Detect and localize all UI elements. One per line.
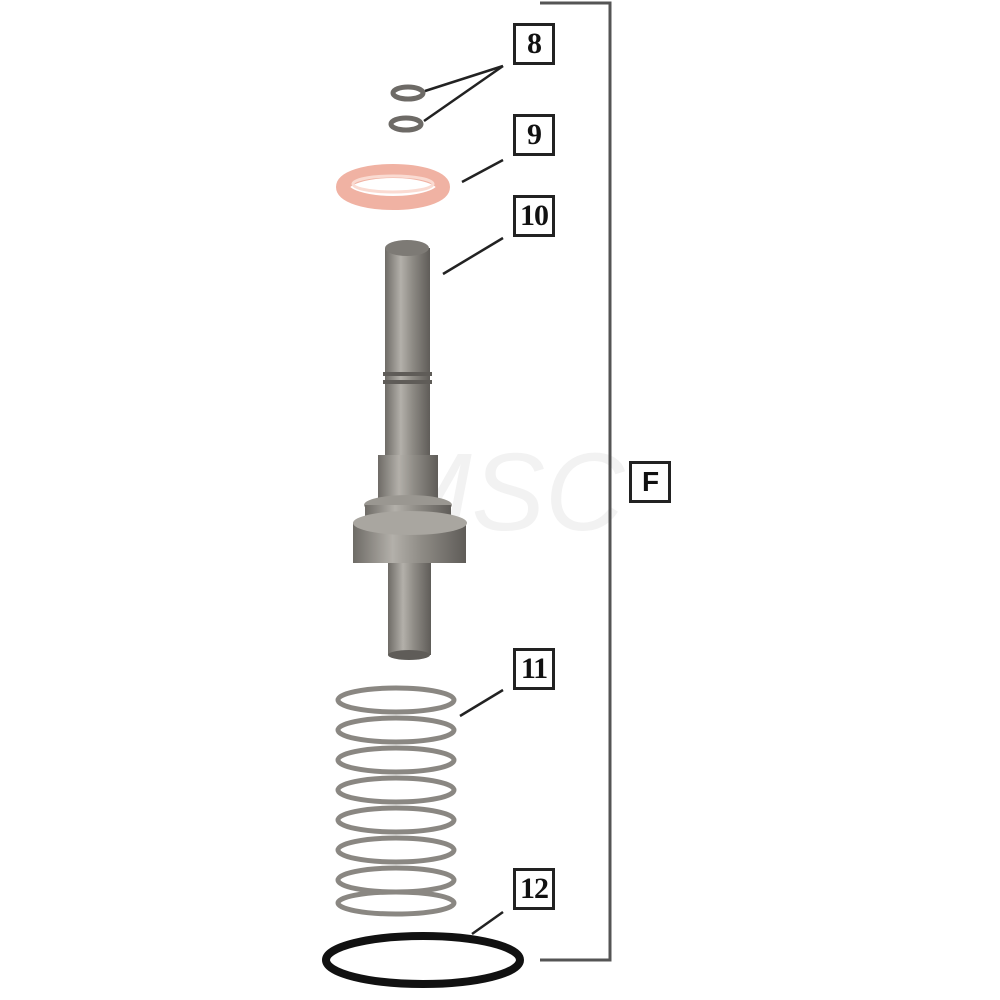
callout-11: 11 bbox=[513, 648, 555, 690]
leader-lines bbox=[423, 64, 504, 936]
pink-o-ring-part-9 bbox=[336, 164, 450, 210]
valve-stem-part-10 bbox=[353, 240, 467, 660]
callout-8: 8 bbox=[513, 23, 555, 65]
small-o-rings-part-8 bbox=[388, 84, 426, 133]
spring-part-11 bbox=[335, 685, 457, 917]
assembly-label-f: F bbox=[629, 461, 671, 503]
assembly-bracket bbox=[540, 1, 612, 962]
callout-12: 12 bbox=[513, 868, 555, 910]
black-o-ring-part-12 bbox=[322, 932, 524, 988]
callout-9: 9 bbox=[513, 114, 555, 156]
callout-10: 10 bbox=[513, 195, 555, 237]
